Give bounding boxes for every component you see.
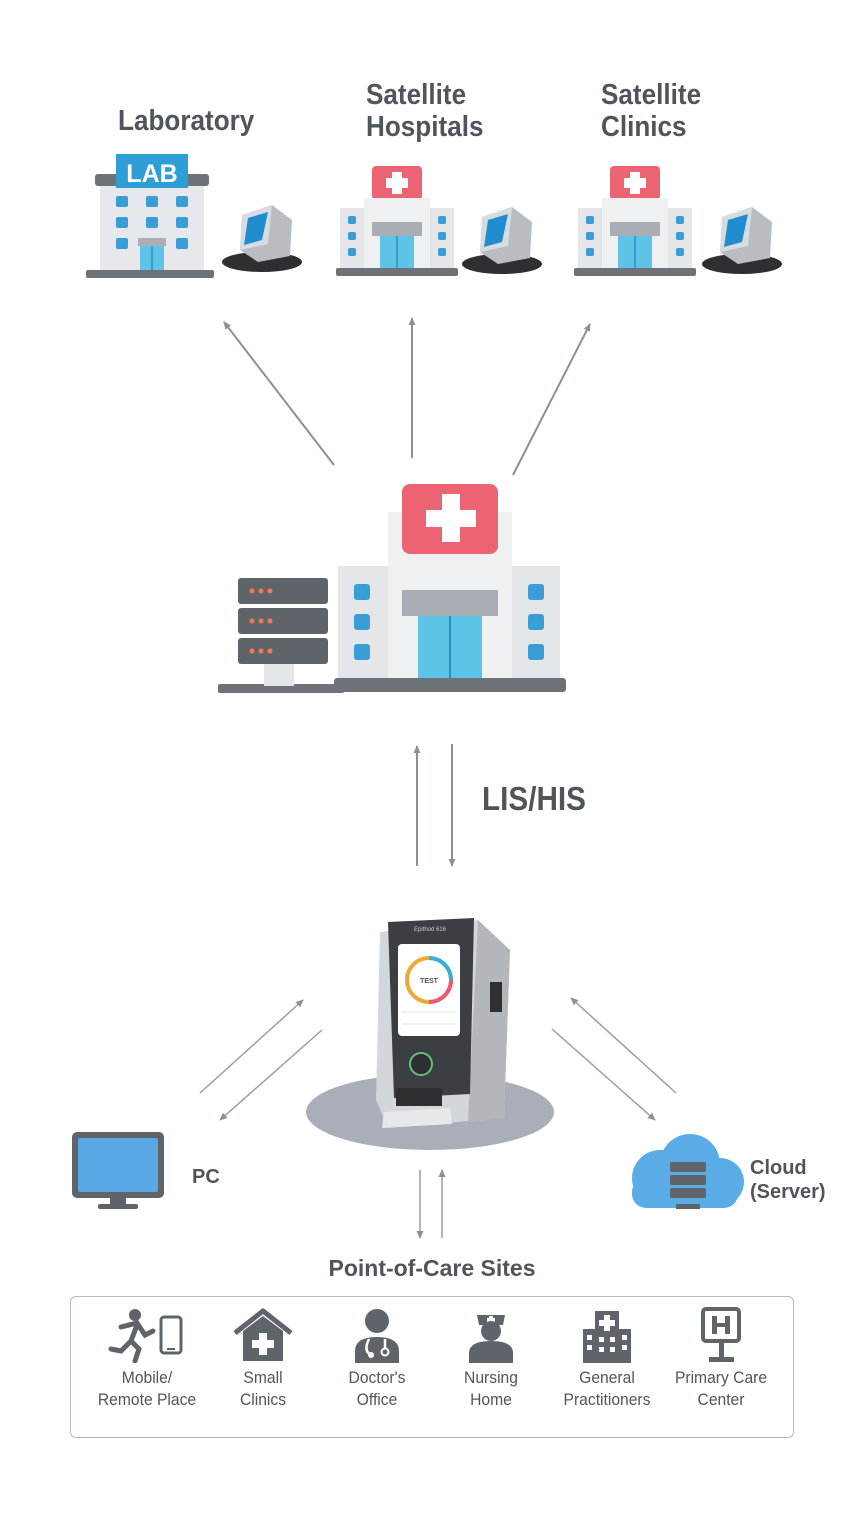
device-test-button: TEST <box>420 978 439 985</box>
site-label-line-1: Primary Care <box>674 1368 768 1387</box>
site-label-line-1: Mobile/ <box>121 1368 173 1387</box>
running-person-phone-icon <box>108 1309 183 1363</box>
analyzer-device-icon <box>462 207 542 274</box>
doctor-icon <box>355 1309 399 1363</box>
arrow-pc-to-device <box>199 999 304 1094</box>
satellite-clinic-building-icon <box>574 166 696 276</box>
point-of-care-sites-box: Mobile/ Remote Place Small Clinics Docto… <box>70 1296 794 1438</box>
analyzer-device-icon <box>702 207 782 274</box>
site-label: General Practitioners <box>552 1367 662 1411</box>
analyzer-device-icon <box>222 205 302 272</box>
pc-monitor-icon <box>72 1132 164 1209</box>
laboratory-building-icon: LAB <box>86 154 214 278</box>
site-label: Doctor's Office <box>322 1367 432 1411</box>
satellite-clinics-line-2: Clinics <box>601 110 687 143</box>
site-label: Small Clinics <box>208 1367 318 1411</box>
site-label-line-2: Practitioners <box>563 1390 651 1410</box>
point-of-care-title: Point-of-Care Sites <box>328 1255 536 1281</box>
device-screen-title: Epithod 616 <box>414 927 447 933</box>
site-label-line-2: Home <box>470 1390 512 1410</box>
cloud-server-icon <box>632 1134 744 1209</box>
site-general-practitioners: General Practitioners <box>547 1307 667 1411</box>
cloud-label-line-1: Cloud <box>750 1157 807 1179</box>
site-label-line-1: Doctor's <box>348 1368 406 1387</box>
lab-sign: LAB <box>126 160 177 188</box>
point-of-care-analyzer-icon: Epithod 616 TEST <box>306 918 554 1150</box>
arrow-to-satellite-clinics <box>512 323 591 476</box>
central-hospital-building-icon <box>218 484 566 693</box>
site-doctors-office: Doctor's Office <box>317 1307 437 1411</box>
connection-arrows-top <box>223 317 591 476</box>
site-mobile-remote: Mobile/ Remote Place <box>87 1307 207 1411</box>
cloud-label-line-2: (Server) <box>750 1181 826 1203</box>
nurse-icon <box>469 1315 513 1363</box>
satellite-clinics-line-1: Satellite <box>601 79 702 111</box>
laboratory-label: Laboratory <box>118 105 255 137</box>
arrow-cloud-to-device <box>570 997 677 1094</box>
lis-his-arrows <box>413 744 456 867</box>
site-nursing-home: Nursing Home <box>431 1307 551 1411</box>
site-label: Nursing Home <box>436 1367 546 1411</box>
satellite-hospitals-line-1: Satellite <box>366 79 467 111</box>
hospital-building-icon <box>583 1311 631 1363</box>
cloud-label: Cloud (Server) <box>750 1156 826 1204</box>
arrow-to-laboratory <box>223 321 335 466</box>
site-primary-care-center: Primary Care Center <box>661 1307 781 1411</box>
satellite-hospital-building-icon <box>336 166 458 276</box>
site-label-line-1: Nursing <box>464 1368 518 1387</box>
h-sign-icon <box>701 1307 741 1362</box>
site-label: Mobile/ Remote Place <box>92 1367 202 1411</box>
site-label-line-2: Remote Place <box>97 1390 197 1410</box>
side-connection-arrows <box>199 997 677 1239</box>
house-cross-icon <box>233 1308 293 1361</box>
satellite-hospitals-line-2: Hospitals <box>366 110 484 143</box>
site-label-line-2: Clinics <box>239 1390 287 1410</box>
satellite-clinics-label: Satellite Clinics <box>601 79 702 144</box>
site-label-line-1: General <box>579 1368 635 1387</box>
pc-label: PC <box>192 1166 220 1188</box>
arrow-device-to-pc <box>219 1029 323 1121</box>
site-label-line-1: Small <box>243 1368 283 1387</box>
site-label: Primary Care Center <box>666 1367 776 1411</box>
lis-his-label: LIS/HIS <box>482 780 586 817</box>
satellite-hospitals-label: Satellite Hospitals <box>366 79 484 144</box>
arrow-device-to-cloud <box>551 1028 656 1121</box>
site-label-line-2: Office <box>356 1390 398 1410</box>
site-small-clinics: Small Clinics <box>203 1307 323 1411</box>
site-label-line-2: Center <box>697 1390 745 1410</box>
